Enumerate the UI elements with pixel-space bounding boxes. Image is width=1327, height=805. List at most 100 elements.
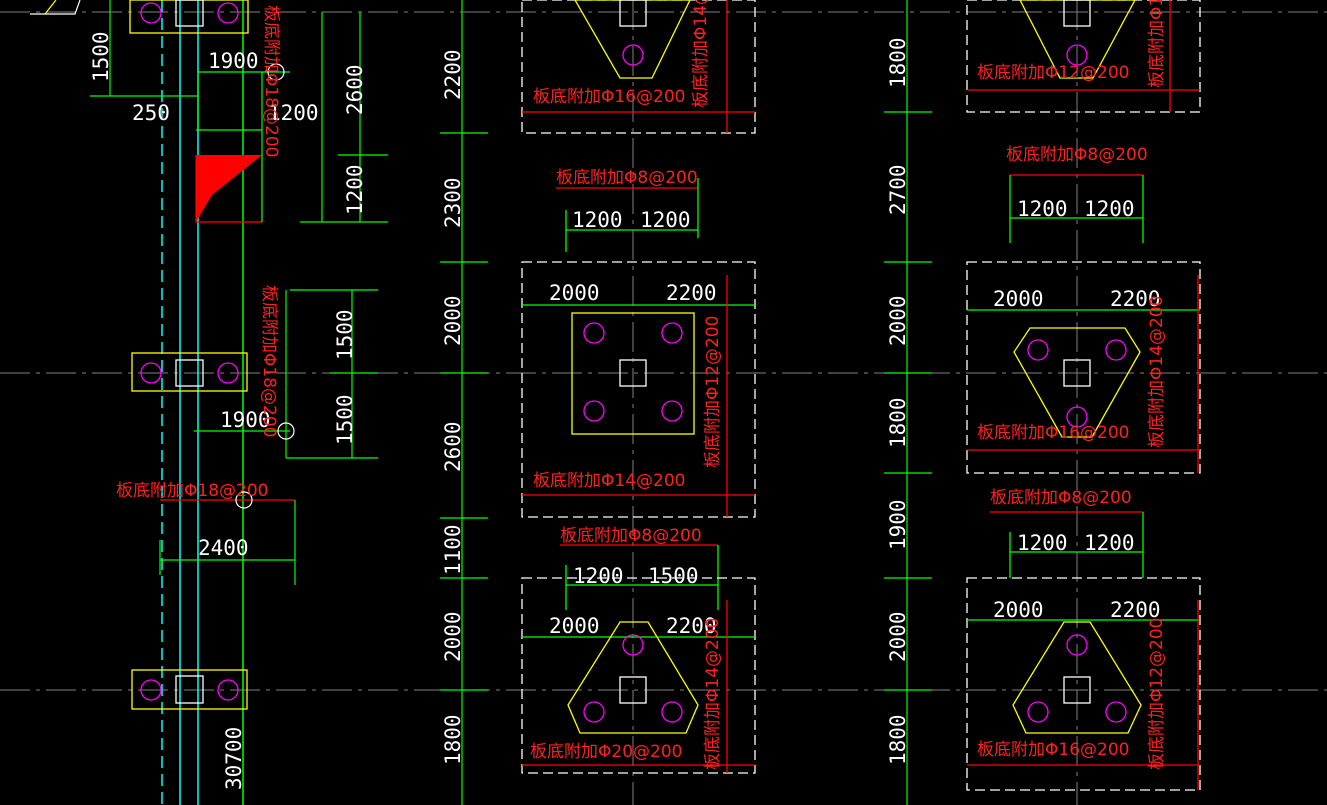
dim-mid-2000-b: 2000: [441, 611, 465, 662]
dim-left-1500-upper: 1500: [333, 309, 357, 360]
pile-circle: [1066, 44, 1088, 66]
dim-left-1900-mid: 1900: [220, 408, 271, 432]
dim-left-1900-top: 1900: [208, 49, 259, 73]
dim-left-2600: 2600: [343, 64, 367, 115]
dim-mid-mid-2200: 2200: [666, 281, 717, 305]
note-right-mid-b: 板底附加Φ14@200: [1147, 296, 1167, 448]
left-small-cap-bottom: [131, 669, 248, 710]
pile-circle: [217, 2, 239, 24]
marker-circle: [235, 491, 253, 509]
note-right-top-b: 板底附加Φ12@200: [1147, 0, 1167, 88]
dim-right-mid-1200-a: 1200: [1017, 197, 1068, 221]
dim-right-bottom-1200-a: 1200: [1017, 531, 1068, 555]
pile-circle: [1105, 701, 1127, 723]
note-left-mid: 板底附加Φ18@200: [259, 285, 279, 437]
dim-mid-bottom-2200: 2200: [666, 614, 717, 638]
pile-circle: [622, 44, 644, 66]
left-dimension-lines: [90, 0, 388, 585]
dim-left-1200-vertical: 1200: [343, 164, 367, 215]
pile-circle: [140, 362, 162, 384]
dim-mid-1100: 1100: [441, 524, 465, 575]
dim-mid-2300: 2300: [441, 177, 465, 228]
note-mid-bottom-top: 板底附加Φ8@200: [560, 526, 702, 546]
note-mid-mid-a: 板底附加Φ14@200: [533, 471, 685, 491]
dim-mid-1800: 1800: [441, 714, 465, 765]
dim-mid-2600: 2600: [441, 421, 465, 472]
dim-mid-bottom-1500: 1500: [648, 564, 699, 588]
dim-mid-bottom-1200: 1200: [573, 564, 624, 588]
dim-right-2000-b: 2000: [886, 611, 910, 662]
mid-bottom-cap: [521, 544, 756, 774]
pile-circle: [1066, 406, 1088, 428]
note-mid-bottom-a: 板底附加Φ20@200: [530, 742, 682, 762]
dim-right-bottom-2200: 2200: [1110, 598, 1161, 622]
note-mid-top-b: 板底附加Φ14@200: [691, 0, 711, 108]
right-bottom-cap: [966, 511, 1201, 791]
pile-circle: [661, 322, 683, 344]
right-mid-cap: [966, 174, 1201, 474]
note-left-bottom: 板底附加Φ18@200: [116, 481, 268, 501]
dim-left-2400: 2400: [198, 536, 249, 560]
note-mid-bottom-b: 板底附加Φ14@200: [703, 618, 723, 770]
pile-circle: [217, 679, 239, 701]
note-right-mid-a: 板底附加Φ16@200: [977, 423, 1129, 443]
dim-left-30700: 30700: [222, 727, 246, 790]
pile-circle: [583, 322, 605, 344]
dim-right-1900: 1900: [886, 499, 910, 550]
pile-circle: [583, 701, 605, 723]
dim-mid-bottom-2000: 2000: [549, 614, 600, 638]
pile-circle: [1027, 701, 1049, 723]
left-wall: [161, 0, 244, 805]
note-mid-mid-top: 板底附加Φ8@200: [556, 168, 698, 188]
dim-left-250: 250: [132, 101, 170, 125]
dim-mid-mid-1200-a: 1200: [572, 208, 623, 232]
pile-circle: [661, 400, 683, 422]
note-mid-mid-b: 板底附加Φ12@200: [703, 316, 723, 468]
pile-circle: [583, 400, 605, 422]
dim-mid-2200: 2200: [441, 49, 465, 100]
dim-right-mid-1200-b: 1200: [1084, 197, 1135, 221]
note-right-mid-top: 板底附加Φ8@200: [1006, 145, 1148, 165]
dim-right-1800-b: 1800: [886, 397, 910, 448]
dim-left-1500-top: 1500: [89, 31, 113, 82]
top-left-fragment: [30, 0, 81, 15]
left-small-cap-mid: [131, 352, 248, 392]
mid-mid-cap: [521, 178, 756, 518]
pile-circle: [622, 634, 644, 656]
right-vertical-dim-line: [884, 0, 932, 805]
right-top-cap: [966, 0, 1201, 113]
dim-left-1200-horizontal: 1200: [268, 101, 319, 125]
pile-circle: [1066, 634, 1088, 656]
marker-circle: [277, 422, 295, 440]
pile-circle: [217, 362, 239, 384]
note-mid-top-a: 板底附加Φ16@200: [533, 87, 685, 107]
dim-mid-mid-2000: 2000: [549, 281, 600, 305]
pile-circle: [1027, 339, 1049, 361]
dim-right-bottom-1200-b: 1200: [1084, 531, 1135, 555]
note-right-bottom-a: 板底附加Φ16@200: [977, 740, 1129, 760]
mid-top-cap: [521, 0, 756, 134]
pile-circle: [140, 679, 162, 701]
dim-right-mid-2200: 2200: [1110, 287, 1161, 311]
pile-circle: [661, 701, 683, 723]
dim-right-2000-a: 2000: [886, 295, 910, 346]
dim-right-2700: 2700: [886, 164, 910, 215]
dim-mid-2000-a: 2000: [441, 295, 465, 346]
dim-left-1500-lower: 1500: [333, 394, 357, 445]
dim-right-bottom-2000: 2000: [993, 598, 1044, 622]
note-right-bottom-top: 板底附加Φ8@200: [990, 488, 1132, 508]
pile-circle: [1105, 339, 1127, 361]
hatch-triangle: [196, 155, 262, 222]
left-small-cap-top: [129, 0, 249, 34]
dim-right-1800-c: 1800: [886, 714, 910, 765]
dim-mid-mid-1200-b: 1200: [640, 208, 691, 232]
marker-circle: [267, 63, 285, 81]
note-left-top: 板底附加Φ18@200: [261, 5, 281, 157]
dim-right-1800-a: 1800: [886, 37, 910, 88]
dim-right-mid-2000: 2000: [993, 287, 1044, 311]
middle-vertical-dim-line: [440, 0, 488, 805]
note-right-bottom-b: 板底附加Φ12@200: [1147, 618, 1167, 770]
